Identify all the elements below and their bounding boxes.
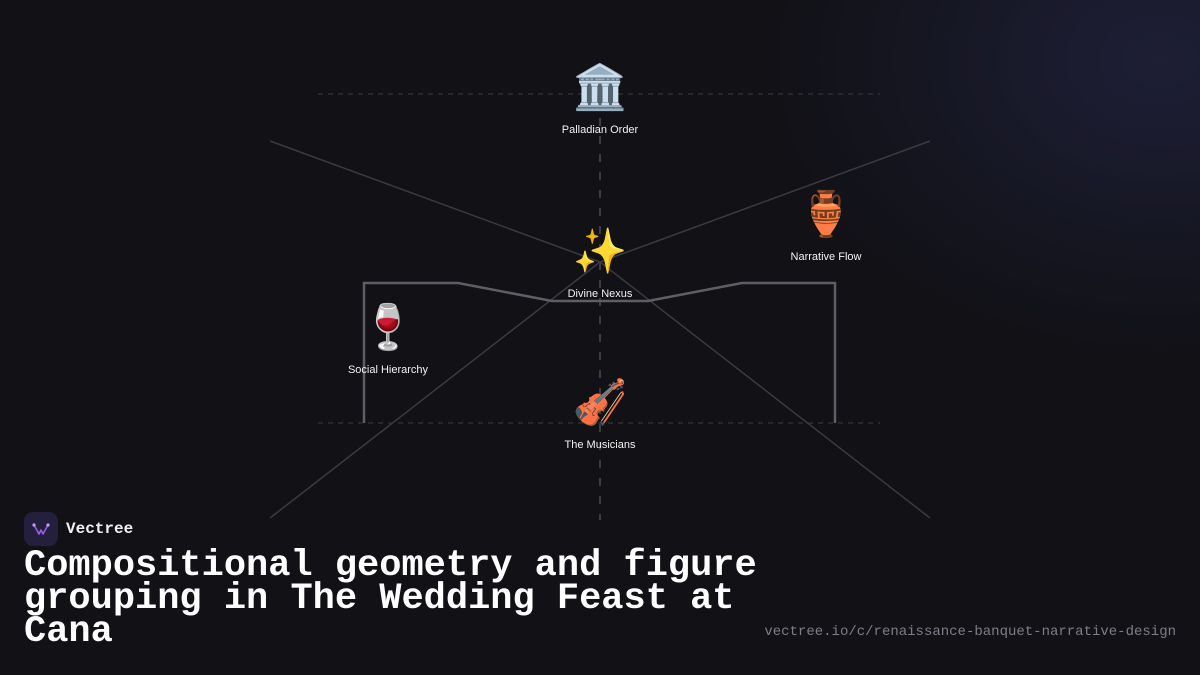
node-palladian-order: 🏛️ Palladian Order — [530, 62, 670, 136]
table-frame — [362, 281, 837, 423]
diagonal-upper-left — [269, 140, 601, 263]
classical-building-icon: 🏛️ — [572, 62, 628, 113]
node-the-musicians: 🎻 The Musicians — [530, 377, 670, 451]
diagonal-lower-right — [599, 261, 931, 519]
node-label: Social Hierarchy — [347, 364, 429, 376]
brand[interactable]: Vectree — [24, 512, 133, 546]
wine-glass-icon: 🍷 — [360, 302, 416, 353]
brand-name: Vectree — [66, 520, 134, 538]
node-label: The Musicians — [564, 439, 636, 451]
node-narrative-flow: 🏺 Narrative Flow — [756, 189, 896, 263]
amphora-icon: 🏺 — [798, 189, 854, 240]
page-title: Compositional geometry and figure groupi… — [24, 545, 757, 653]
sparkles-icon: ✨ — [572, 226, 628, 277]
node-label: Narrative Flow — [790, 251, 862, 263]
diagonal-lower-left — [269, 261, 601, 519]
violin-icon: 🎻 — [572, 377, 628, 428]
node-divine-nexus: ✨ Divine Nexus — [530, 226, 670, 300]
node-label: Divine Nexus — [567, 288, 633, 300]
node-social-hierarchy: 🍷 Social Hierarchy — [318, 302, 458, 376]
node-label: Palladian Order — [561, 124, 639, 136]
vectree-logo-icon — [24, 512, 58, 546]
page-url[interactable]: vectree.io/c/renaissance-banquet-narrati… — [764, 624, 1176, 640]
diagonal-upper-right — [599, 140, 931, 263]
